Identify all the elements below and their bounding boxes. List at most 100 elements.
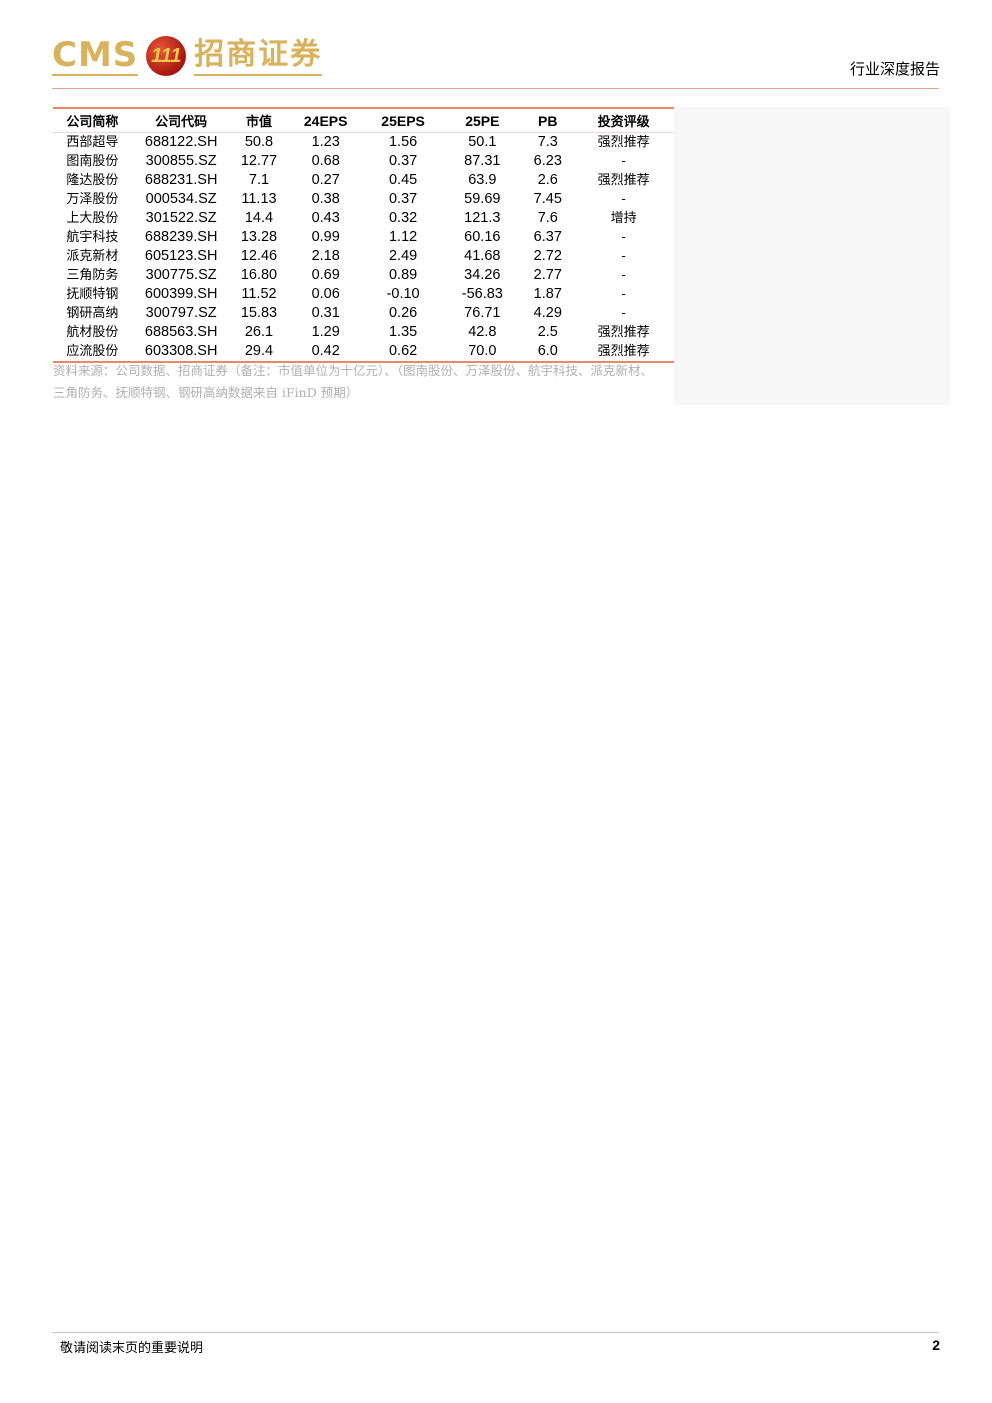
table-cell: 1.23 — [311, 134, 340, 150]
table-cell: 300797.SZ — [145, 305, 217, 321]
table-cell: 41.68 — [464, 248, 501, 264]
table-cell: 强烈推荐 — [597, 325, 650, 340]
table-cell: 上大股份 — [66, 211, 119, 226]
table-cell: 2.18 — [311, 248, 340, 264]
table-cell: 0.32 — [388, 210, 418, 226]
table-cell: 7.3 — [537, 134, 558, 150]
table-cell: 60.16 — [464, 229, 501, 245]
logo-cn: 招商证券 — [194, 36, 323, 76]
table-cell: 301522.SZ — [145, 210, 217, 226]
table-cell: 42.8 — [468, 324, 497, 340]
table-cell: 2.6 — [537, 172, 558, 188]
table-cell: - — [621, 154, 626, 169]
table-cell: 2.49 — [388, 248, 418, 264]
table-cell: 0.69 — [311, 267, 340, 283]
table-cell: 1.35 — [388, 324, 418, 340]
table-cell: 0.89 — [388, 267, 418, 283]
table-cell: 2.77 — [533, 267, 562, 283]
table-cell: 688231.SH — [144, 172, 218, 188]
table-cell: 强烈推荐 — [573, 342, 674, 363]
table-cell: 11.52 — [241, 286, 277, 302]
footer-note: 敬请阅读末页的重要说明 — [60, 1341, 204, 1356]
table-cell: 76.71 — [464, 305, 501, 321]
table-cell: 12.46 — [240, 248, 278, 264]
table-cell: - — [621, 249, 626, 264]
table-cell: 应流股份 — [53, 342, 132, 363]
column-header: 投资评级 — [573, 108, 674, 133]
column-header: 公司代码 — [131, 108, 231, 133]
table-cell: 11.13 — [241, 191, 277, 207]
table-row: 上大股份 301522.SZ 14.4 0.43 0.32 121.3 7.6 增持 — [53, 209, 674, 228]
table-cell: 000534.SZ — [145, 191, 217, 207]
table-cell: 增持 — [610, 211, 637, 226]
table-cell: 6.0 — [522, 342, 574, 363]
table-cell: 0.31 — [311, 305, 340, 321]
logo-en: CMS — [52, 35, 139, 76]
table-cell: 航材股份 — [66, 325, 119, 340]
table-cell: 抚顺特钢 — [66, 287, 119, 302]
table-cell: 14.4 — [244, 210, 274, 226]
table-cell: 0.37 — [388, 153, 418, 169]
table-cell: 强烈推荐 — [597, 135, 650, 150]
table-cell: 2.5 — [537, 324, 558, 340]
column-header: 24EPS — [287, 108, 364, 133]
table-cell: - — [621, 192, 626, 207]
table-cell: 63.9 — [468, 172, 497, 188]
table-cell: 钢研高纳 — [66, 306, 119, 321]
table-cell: 13.28 — [240, 229, 278, 245]
table-cell: 688239.SH — [144, 229, 218, 245]
table-cell: 300855.SZ — [145, 153, 217, 169]
table-source-note: 资料来源：公司数据、招商证券（备注：市值单位为十亿元）、（图南股份、万泽股份、航… — [53, 363, 654, 400]
table-cell: 603308.SH — [131, 342, 231, 363]
table-cell: - — [621, 230, 626, 245]
side-panel — [674, 107, 950, 405]
table-cell: 0.37 — [388, 191, 418, 207]
table-cell: 300775.SZ — [145, 267, 217, 283]
table-cell: 7.6 — [537, 210, 558, 226]
table-row: 派克新材 605123.SH 12.46 2.18 2.49 41.68 2.72 - — [53, 247, 674, 266]
table-cell: 1.56 — [388, 134, 418, 150]
table-cell: 2.72 — [533, 248, 562, 264]
table-cell: 59.69 — [464, 191, 501, 207]
column-header: 25PE — [442, 108, 523, 133]
table-cell: 派克新材 — [66, 249, 119, 264]
table-cell: 15.83 — [240, 305, 278, 321]
table-cell: 121.3 — [464, 210, 501, 226]
table-cell: 688563.SH — [144, 324, 218, 340]
table-cell: 4.29 — [533, 305, 562, 321]
table-cell: 1.29 — [311, 324, 340, 340]
table-cell: 1.87 — [533, 286, 562, 302]
table-cell: 34.26 — [464, 267, 501, 283]
table-cell: 70.0 — [442, 342, 523, 363]
table-cell: - — [621, 287, 626, 302]
table-cell: 87.31 — [464, 153, 501, 169]
table-cell: 0.27 — [311, 172, 340, 188]
table-cell: 0.62 — [363, 342, 443, 363]
table-cell: 16.80 — [240, 267, 278, 283]
page-number: 2 — [932, 1337, 940, 1353]
table-cell: 1.12 — [388, 229, 418, 245]
table-cell: 0.99 — [311, 229, 340, 245]
table-cell: 三角防务 — [66, 268, 119, 283]
table-cell: 50.8 — [244, 134, 274, 150]
header-divider — [52, 88, 939, 89]
table-cell: 0.68 — [311, 153, 340, 169]
table-cell: 12.77 — [240, 153, 278, 169]
table-cell: 7.45 — [533, 191, 562, 207]
column-header: 市值 — [230, 108, 288, 133]
table-cell: 隆达股份 — [66, 173, 119, 188]
table-cell: 605123.SH — [144, 248, 218, 264]
table-cell: 0.45 — [388, 172, 418, 188]
table-cell: 0.43 — [311, 210, 340, 226]
